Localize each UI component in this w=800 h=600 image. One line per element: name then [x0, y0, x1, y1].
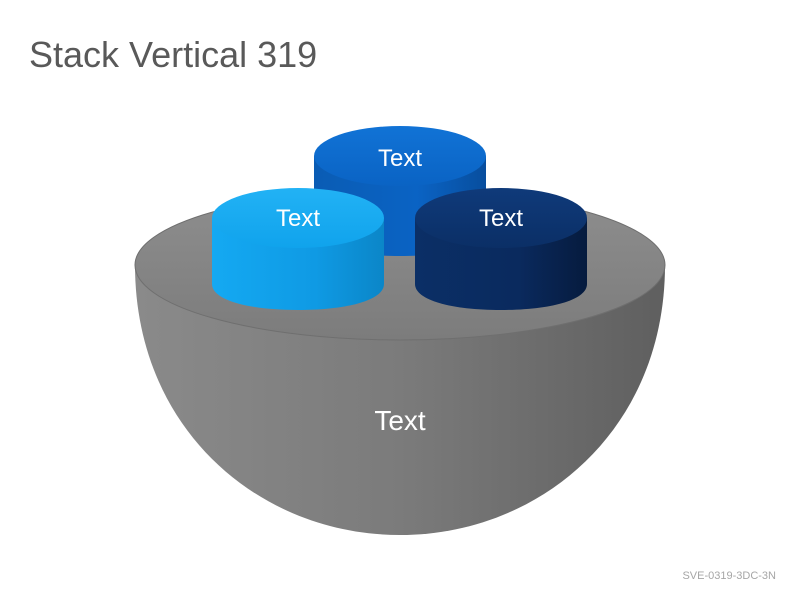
cylinder-left: Text — [212, 188, 384, 310]
cylinder-right-top — [415, 188, 587, 248]
slide-title: Stack Vertical 319 — [29, 34, 318, 75]
cylinder-left-label: Text — [276, 205, 320, 232]
cylinder-right: Text — [415, 188, 587, 310]
bowl-label: Text — [374, 405, 426, 436]
cylinder-back-top — [314, 126, 486, 186]
bowl-body — [135, 265, 665, 535]
cylinder-left-top — [212, 188, 384, 248]
slide-code: SVE-0319-3DC-3N — [682, 570, 776, 582]
cylinder-right-label: Text — [479, 205, 523, 232]
cylinder-back-label: Text — [378, 145, 422, 172]
